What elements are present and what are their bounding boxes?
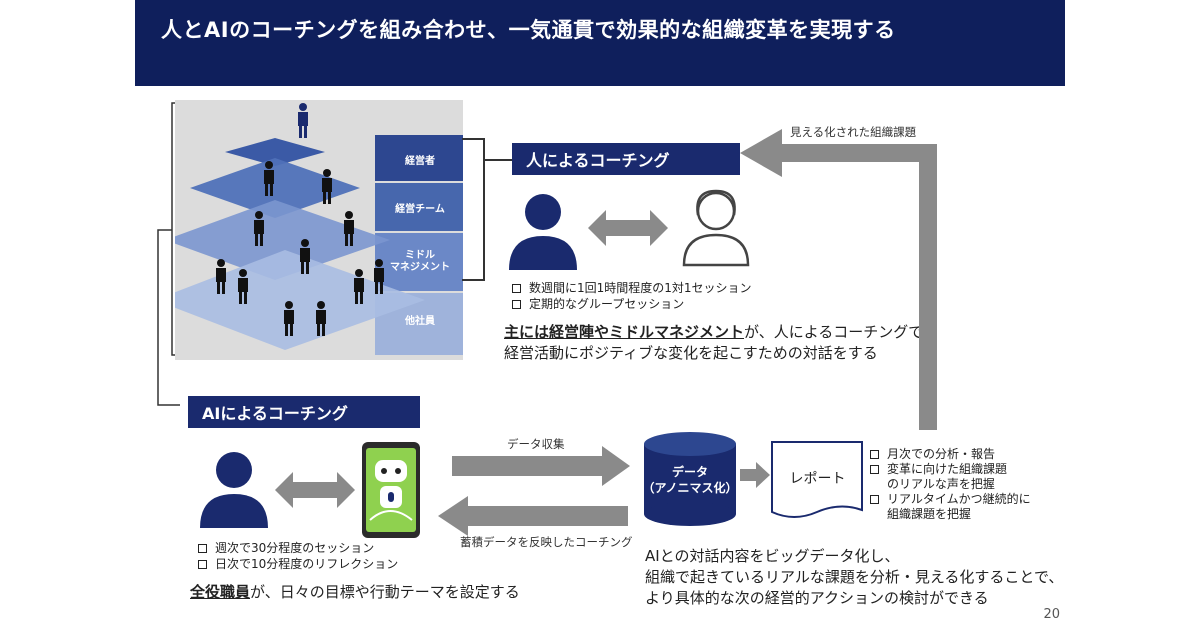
data-collect-arrow [452, 446, 630, 486]
human-bullet-2: 定期的なグループセッション [512, 296, 752, 312]
data-to-report-arrow [740, 462, 770, 488]
level-label-others: 他社員 [405, 316, 435, 327]
report-bullet-1: 月次での分析・報告 [870, 447, 1031, 462]
pyramid-graphic [155, 103, 463, 355]
human-coaching-description: 主には経営陣やミドルマネジメントが、人によるコーチングで、 経営活動にポジティブ… [504, 323, 938, 362]
report-bullet-3: リアルタイムかつ継続的に 組織課題を把握 [870, 492, 1031, 522]
human-bullet-1: 数週間に1回1時間程度の1対1セッション [512, 280, 752, 296]
visible-issues-arrow [740, 129, 937, 430]
level-label-exec-team: 経営チーム [395, 204, 445, 215]
ai-dialog-double-arrow [275, 472, 355, 508]
ai-robot-phone-icon [362, 442, 420, 538]
database-icon [644, 432, 736, 526]
report-bullet-2: 変革に向けた組織課題 のリアルな声を把握 [870, 462, 1031, 492]
human-coaching-bullets: 数週間に1回1時間程度の1対1セッション 定期的なグループセッション [512, 280, 752, 312]
title-bar: 人とAIのコーチングを組み合わせ、一気通貫で効果的な組織変革を実現する [135, 0, 1065, 86]
level-label-middle-mgmt: ミドル マネジメント [390, 250, 450, 273]
human-coaching-label: 人によるコーチング [512, 143, 740, 175]
coachee-person-icon [509, 194, 577, 270]
report-bullets: 月次での分析・報告 変革に向けた組織課題 のリアルな声を把握 リアルタイムかつ継… [870, 447, 1031, 522]
ai-coaching-bullets: 週次で30分程度のセッション 日次で10分程度のリフレクション [198, 540, 398, 572]
ai-bullet-2: 日次で10分程度のリフレクション [198, 556, 398, 572]
ai-coaching-description: 全役職員が、日々の目標や行動テーマを設定する [190, 583, 520, 601]
human-desc-highlight: 主には経営陣やミドルマネジメント [504, 323, 745, 341]
ai-bullet-1: 週次で30分程度のセッション [198, 540, 398, 556]
human-dialog-double-arrow [588, 210, 668, 246]
page-number: 20 [1043, 607, 1060, 622]
report-label: レポート [789, 471, 846, 487]
ai-coaching-label: AIによるコーチング [188, 396, 420, 428]
feedback-coaching-arrow [438, 496, 628, 536]
data-collect-label: データ収集 [507, 437, 565, 451]
pyramid-human-bracket [462, 138, 517, 281]
pyramid-panel: 経営者 経営チーム ミドル マネジメント 他社員 [155, 100, 463, 360]
database-label: データ （アノニマス化） [642, 465, 738, 495]
report-document-icon [771, 441, 863, 518]
ai-desc-highlight: 全役職員 [190, 583, 251, 601]
ai-coachee-person-icon [200, 452, 268, 528]
big-data-description: AIとの対話内容をビッグデータ化し、 組織で起きているリアルな課題を分析・見える… [645, 547, 1064, 607]
visible-issues-label: 見える化された組織課題 [790, 125, 917, 139]
page-title: 人とAIのコーチングを組み合わせ、一気通貫で効果的な組織変革を実現する [161, 18, 896, 42]
feedback-coaching-label: 蓄積データを反映したコーチング [460, 535, 633, 549]
human-coach-icon [682, 189, 750, 267]
level-label-executive: 経営者 [405, 156, 435, 167]
